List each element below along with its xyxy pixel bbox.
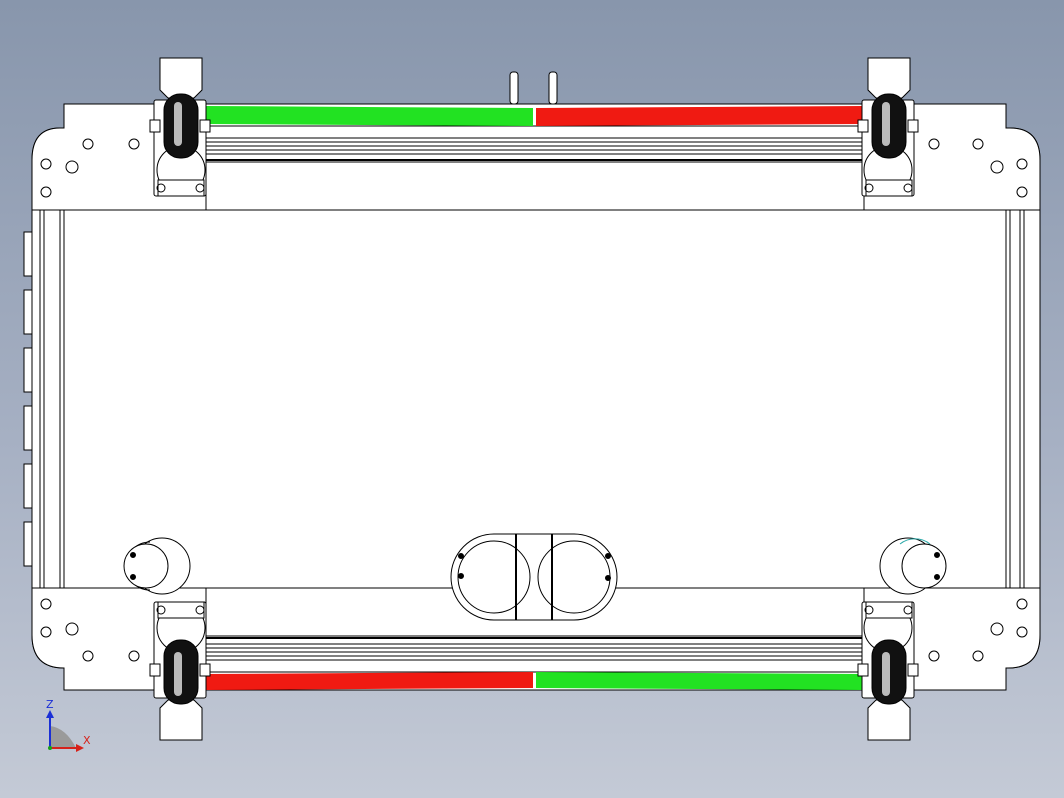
caster-bottom-right xyxy=(857,601,919,741)
foot-lower-right xyxy=(879,537,947,595)
caster-top-right xyxy=(857,57,919,197)
bottom-strip-red xyxy=(206,672,533,690)
caster-top-left xyxy=(149,57,211,197)
foot-lower-left xyxy=(123,537,191,595)
top-strip-green xyxy=(206,106,533,126)
inner-panel xyxy=(39,209,1025,589)
top-strip-red xyxy=(536,106,862,126)
left-side-tabs xyxy=(23,231,33,567)
coordinate-triad xyxy=(46,710,84,752)
triad-x-label: X xyxy=(83,734,91,747)
triad-z-label: Z xyxy=(46,698,54,711)
bottom-strip-green xyxy=(536,672,862,690)
caster-bottom-left xyxy=(149,601,211,741)
triad-cone xyxy=(50,726,76,748)
top-handle-posts xyxy=(509,71,558,105)
foot-center-oval xyxy=(450,533,618,621)
